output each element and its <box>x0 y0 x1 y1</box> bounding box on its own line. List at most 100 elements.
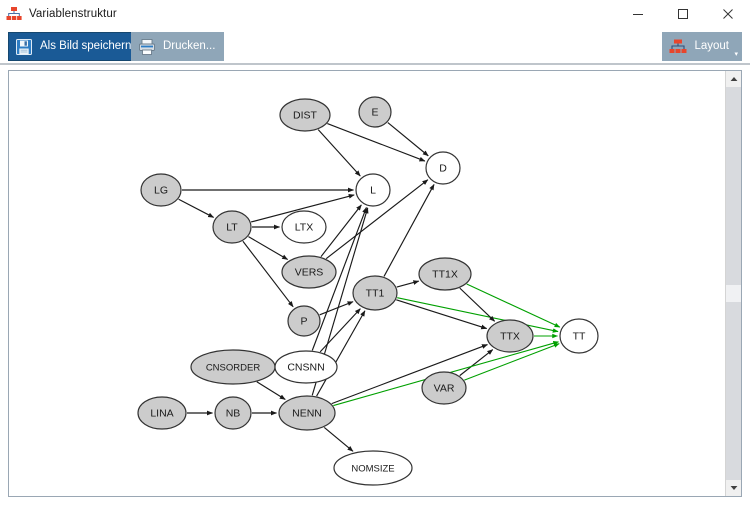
graph-edge <box>396 280 420 288</box>
node-label: TTX <box>500 331 520 343</box>
graph-edge <box>248 236 289 260</box>
minimize-button[interactable] <box>615 0 660 28</box>
graph-edge <box>319 301 354 316</box>
graph-edge <box>397 297 559 333</box>
graph-node-ttx[interactable]: TTX <box>486 319 534 353</box>
graph-node-lt[interactable]: LT <box>212 210 252 244</box>
graph-node-tt[interactable]: TT <box>559 318 599 354</box>
node-label: VAR <box>434 383 455 395</box>
node-label: LINA <box>150 408 173 420</box>
node-label: NB <box>226 408 241 420</box>
node-shape <box>355 173 391 207</box>
graph-node-nb[interactable]: NB <box>214 396 252 430</box>
scrollbar-track[interactable] <box>726 87 741 480</box>
window-title: Variablenstruktur <box>29 8 117 20</box>
graph-edge <box>316 310 366 397</box>
node-shape <box>137 396 187 430</box>
node-shape <box>281 210 327 244</box>
graph-node-dist[interactable]: DIST <box>279 98 331 132</box>
node-shape <box>140 173 182 207</box>
save-as-image-button[interactable]: Als Bild speichern... <box>8 32 150 61</box>
node-shape <box>278 395 336 431</box>
save-as-image-label: Als Bild speichern... <box>40 39 141 52</box>
printer-icon <box>137 37 157 57</box>
graph-node-nenn[interactable]: NENN <box>278 395 336 431</box>
graph-node-d[interactable]: D <box>425 151 461 185</box>
scroll-down-arrow-icon[interactable] <box>726 480 741 496</box>
node-label: TT1 <box>366 288 385 300</box>
graph-node-l[interactable]: L <box>355 173 391 207</box>
node-label: LG <box>154 185 168 197</box>
node-label: NOMSIZE <box>351 464 394 475</box>
graph-edge <box>459 349 494 377</box>
node-label: LTX <box>295 222 313 234</box>
node-label: CNSORDER <box>206 363 261 374</box>
scroll-up-arrow-icon[interactable] <box>726 71 741 87</box>
print-button[interactable]: Drucken... <box>131 32 225 61</box>
layout-grid-icon <box>668 37 688 57</box>
layout-label: Layout <box>694 39 729 52</box>
graph-edge <box>178 198 215 218</box>
graph-edge <box>323 426 354 452</box>
graph-node-cnsnn[interactable]: CNSNN <box>274 350 338 384</box>
layout-button[interactable]: Layout ▾ <box>662 32 742 61</box>
close-button[interactable] <box>705 0 750 28</box>
node-label: D <box>439 163 447 175</box>
chevron-down-icon: ▾ <box>734 51 738 58</box>
node-label: E <box>371 107 378 119</box>
graph-edge <box>396 299 488 330</box>
floppy-disk-icon <box>14 37 34 57</box>
node-label: NENN <box>292 408 322 420</box>
node-label: LT <box>226 222 238 234</box>
scrollbar-thumb[interactable] <box>726 285 741 302</box>
node-shape <box>281 255 337 289</box>
window-controls <box>615 0 750 28</box>
graph-node-cnsorder[interactable]: CNSORDER <box>190 349 276 385</box>
graph-edge <box>466 283 561 328</box>
node-shape <box>274 350 338 384</box>
node-shape <box>358 96 392 128</box>
graph-edge <box>317 129 361 177</box>
node-shape <box>418 257 472 291</box>
maximize-button[interactable] <box>660 0 705 28</box>
node-label: DIST <box>293 110 318 122</box>
graph-node-lg[interactable]: LG <box>140 173 182 207</box>
node-shape <box>486 319 534 353</box>
graph-node-vers[interactable]: VERS <box>281 255 337 289</box>
graph-edge <box>387 122 429 157</box>
graph-edge <box>311 206 367 351</box>
graph-node-lina[interactable]: LINA <box>137 396 187 430</box>
toolbar: Als Bild speichern... Drucken... <box>0 28 750 65</box>
graph-edge <box>464 343 560 381</box>
node-shape <box>352 275 398 311</box>
graph-node-tt1x[interactable]: TT1X <box>418 257 472 291</box>
graph-node-nomsize[interactable]: NOMSIZE <box>333 450 413 486</box>
graph-edge <box>327 123 426 162</box>
graph-node-e[interactable]: E <box>358 96 392 128</box>
graph-node-ltx[interactable]: LTX <box>281 210 327 244</box>
node-shape <box>279 98 331 132</box>
graph-edge <box>256 381 286 401</box>
node-shape <box>425 151 461 185</box>
node-shape <box>333 450 413 486</box>
node-shape <box>214 396 252 430</box>
graph-edges <box>178 122 561 452</box>
node-shape <box>559 318 599 354</box>
graph-node-tt1[interactable]: TT1 <box>352 275 398 311</box>
vertical-scrollbar[interactable] <box>725 71 741 496</box>
node-label: VERS <box>295 267 324 279</box>
node-label: CNSNN <box>287 362 324 374</box>
title-bar: Variablenstruktur <box>0 0 750 28</box>
graph-node-var[interactable]: VAR <box>421 371 467 405</box>
graph-node-p[interactable]: P <box>287 305 321 337</box>
graph-edge <box>383 184 435 277</box>
node-label: TT1X <box>432 269 458 281</box>
graph-edge <box>325 179 429 260</box>
toolbar-separator <box>0 63 750 65</box>
graph-edge <box>242 240 294 308</box>
node-label: L <box>370 185 376 197</box>
